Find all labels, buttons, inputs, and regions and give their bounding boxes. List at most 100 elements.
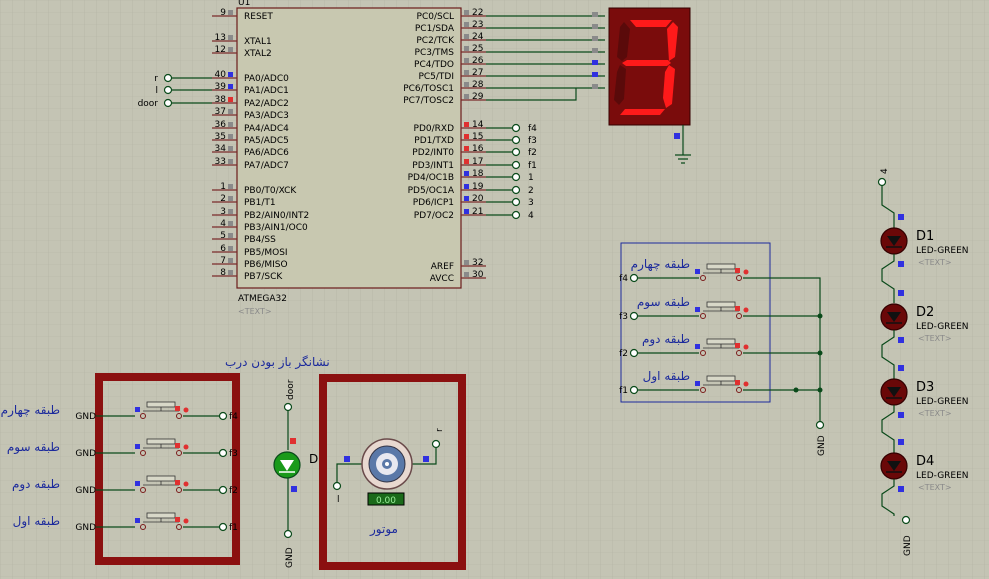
push-button[interactable] — [695, 263, 749, 281]
net-terminal[interactable] — [163, 98, 173, 108]
net-terminal[interactable] — [511, 147, 521, 157]
push-button[interactable] — [135, 512, 189, 530]
door-terminal[interactable] — [283, 402, 293, 412]
floor-label: طبقه اول — [13, 514, 60, 529]
mcu-pin-name: AVCC — [430, 274, 454, 284]
mcu-pin-name: PB7/SCK — [244, 272, 283, 282]
display-digit-segments — [614, 20, 678, 115]
net-terminal[interactable] — [511, 197, 521, 207]
mcu-pin-name: PA6/ADC6 — [244, 148, 289, 158]
led-ref: D4 — [916, 454, 934, 469]
led-ref: D1 — [916, 229, 934, 244]
led-chain-gnd-terminal[interactable] — [901, 515, 911, 525]
floor-label: طبقه چهارم — [631, 257, 690, 272]
led-ref: D2 — [916, 305, 934, 320]
door-net-label: door — [286, 379, 296, 400]
mcu-pin-number: 2 — [220, 194, 226, 204]
door-gnd-terminal[interactable] — [283, 529, 293, 539]
motor-plus-terminal[interactable] — [431, 439, 441, 449]
led-chain-terminal[interactable] — [877, 177, 887, 187]
motor-minus-terminal[interactable] — [332, 481, 342, 491]
door-led-diode-icon — [280, 460, 294, 471]
push-button[interactable] — [695, 338, 749, 356]
gnd-label: GND — [75, 449, 96, 459]
net-label: f1 — [528, 161, 537, 171]
mcu-pin-name: PB6/MISO — [244, 260, 288, 270]
net-label: 1 — [528, 173, 534, 183]
net-terminal[interactable] — [218, 485, 228, 495]
net-terminal[interactable] — [163, 73, 173, 83]
net-terminal[interactable] — [511, 210, 521, 220]
mcu-pin-number: 3 — [220, 207, 226, 217]
net-terminal[interactable] — [629, 273, 639, 283]
net-terminal[interactable] — [511, 185, 521, 195]
push-button[interactable] — [695, 301, 749, 319]
mcu-pin-number: 38 — [215, 95, 227, 105]
net-terminal[interactable] — [511, 172, 521, 182]
mcu-ref: U1 — [238, 0, 250, 8]
led-text: <TEXT> — [918, 409, 952, 418]
mcu-body — [236, 7, 462, 289]
mcu-pin-number: 32 — [472, 258, 483, 268]
pc-bus-wires — [486, 15, 605, 101]
mcu-pin-number: 29 — [472, 92, 484, 102]
mcu-pin-name: PD4/OC1B — [408, 173, 454, 183]
push-button[interactable] — [135, 475, 189, 493]
mcu-pin-name: PD1/TXD — [414, 136, 454, 146]
mcu-pin-name: PB3/AIN1/OC0 — [244, 223, 308, 233]
mcu-pin-name: PC1/SDA — [415, 24, 455, 34]
mcu-right-pins: 22PC0/SCL23PC1/SDA24PC2/TCK25PC3/TMS26PC… — [403, 8, 537, 284]
net-label: f4 — [619, 274, 628, 284]
mcu-pin-name: PB2/AIN0/INT2 — [244, 211, 309, 221]
diode-icon — [887, 312, 901, 322]
push-button[interactable] — [135, 438, 189, 456]
mcu-pin-number: 37 — [215, 107, 226, 117]
mcu-pin-number: 36 — [215, 120, 227, 130]
net-label: r — [154, 74, 158, 84]
net-terminal[interactable] — [511, 135, 521, 145]
net-label: f2 — [619, 349, 628, 359]
mcu-pin-number: 9 — [220, 8, 226, 18]
mcu-pin-number: 4 — [220, 219, 226, 229]
door-indicator-title: نشانگر باز بودن درب — [225, 355, 330, 370]
net-terminal[interactable] — [629, 385, 639, 395]
net-terminal[interactable] — [163, 85, 173, 95]
net-terminal[interactable] — [511, 160, 521, 170]
net-terminal[interactable] — [218, 411, 228, 421]
right-panel-gnd-terminal[interactable] — [815, 420, 825, 430]
right-panel-frame — [620, 242, 771, 403]
net-label: 4 — [528, 211, 534, 221]
mcu-pin-number: 19 — [472, 182, 484, 192]
mcu-pin-name: AREF — [431, 262, 454, 272]
motor[interactable]: r l 0.00 موتور — [319, 374, 466, 570]
led-chain[interactable]: 4 D1LED-GREEN<TEXT>D2LED-GREEN<TEXT>D3LE… — [877, 168, 969, 556]
floor-label: طبقه دوم — [12, 477, 60, 492]
push-button[interactable] — [695, 375, 749, 393]
segment-e — [614, 65, 626, 105]
mcu-pin-number: 22 — [472, 8, 483, 18]
net-terminal[interactable] — [218, 522, 228, 532]
motor-net-plus: r — [435, 428, 445, 432]
floor-label: طبقه سوم — [7, 440, 60, 455]
net-terminal[interactable] — [629, 348, 639, 358]
seven-segment-display[interactable]: 3 — [0, 0, 691, 164]
push-button[interactable] — [135, 401, 189, 419]
net-terminal[interactable] — [218, 448, 228, 458]
net-label: f2 — [229, 486, 238, 496]
motor-readout-box — [367, 492, 405, 506]
net-terminal[interactable] — [629, 311, 639, 321]
mcu-pin-number: 6 — [220, 244, 226, 254]
mcu-pin-name: PA7/ADC7 — [244, 161, 289, 171]
net-label: 2 — [528, 186, 534, 196]
net-terminal[interactable] — [511, 123, 521, 133]
